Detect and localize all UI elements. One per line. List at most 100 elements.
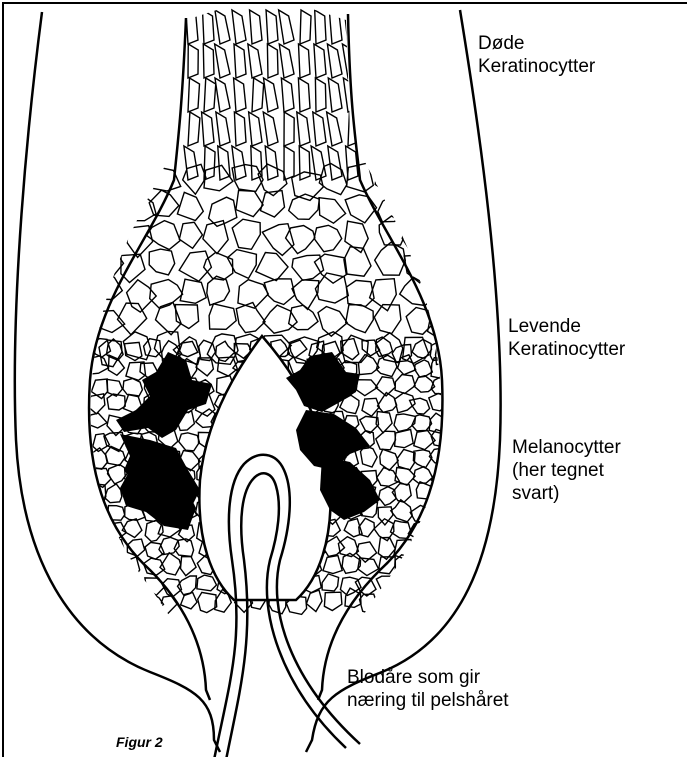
keratinocyte-cell (203, 44, 214, 78)
label-blood-vessel: Blodåre som gir næring til pelshåret (347, 666, 509, 712)
keratinocyte-cell (234, 44, 246, 78)
keratinocyte-cell (267, 44, 278, 78)
keratinocyte-cell (402, 168, 429, 192)
keratinocyte-cell (249, 112, 262, 146)
keratinocyte-cell (314, 225, 342, 251)
keratinocyte-cell (315, 254, 348, 283)
keratinocyte-cell (410, 577, 432, 594)
keratinocyte-cell (232, 219, 260, 249)
keratinocyte-cell (395, 468, 415, 486)
keratinocyte-cell (376, 355, 397, 376)
keratinocyte-cell (279, 44, 294, 78)
figure-caption: Figur 2 (116, 734, 163, 750)
keratinocyte-cell (356, 380, 377, 396)
keratinocyte-cell (188, 44, 198, 78)
keratinocyte-cell (395, 429, 414, 447)
keratinocyte-cell (207, 276, 230, 305)
keratinocyte-cell (394, 414, 416, 432)
keratinocyte-cell (429, 394, 448, 411)
label-living-line2: Keratinocytter (508, 338, 625, 361)
keratinocyte-cell (446, 574, 465, 590)
keratinocyte-cell (108, 595, 128, 613)
keratinocyte-cell (121, 162, 150, 194)
keratinocyte-cell (75, 502, 90, 522)
keratinocyte-cell (376, 576, 394, 594)
keratinocyte-cell (70, 594, 87, 614)
keratinocyte-cell (315, 273, 348, 303)
keratinocyte-cell (300, 10, 311, 44)
keratinocyte-cell (60, 163, 91, 190)
keratinocyte-cell (127, 192, 156, 221)
keratinocyte-cell (314, 44, 326, 78)
keratinocyte-cell (427, 219, 458, 250)
keratinocyte-cell (248, 44, 262, 78)
keratinocyte-cell (95, 244, 123, 275)
keratinocyte-cell (449, 356, 466, 375)
keratinocyte-cell (329, 10, 342, 44)
keratinocyte-cell (452, 376, 471, 398)
keratinocyte-cell (435, 192, 459, 215)
keratinocyte-cell (108, 355, 124, 375)
keratinocyte-cell (378, 196, 405, 222)
keratinocyte-cell (360, 594, 379, 613)
keratinocyte-cell (118, 303, 147, 335)
keratinocyte-cell (284, 112, 294, 146)
keratinocyte-cell (63, 277, 91, 308)
keratinocyte-cell (345, 588, 361, 607)
keratinocyte-cell (449, 341, 471, 360)
label-dead-line1: Døde (478, 32, 595, 55)
keratinocyte-cell (448, 393, 466, 415)
keratinocyte-cell (445, 484, 468, 502)
keratinocyte-cell (127, 597, 145, 611)
keratinocyte-cell (426, 166, 456, 194)
keratinocyte-cell (411, 591, 432, 610)
keratinocyte-cell (315, 78, 326, 112)
keratinocyte-cell (256, 253, 288, 281)
keratinocyte-cell (374, 305, 401, 334)
keratinocyte-cell (68, 358, 89, 375)
keratinocyte-cell (446, 535, 465, 555)
keratinocyte-cell (279, 10, 294, 44)
keratinocyte-cell (413, 537, 432, 554)
keratinocyte-cell (72, 522, 92, 540)
keratinocyte-cell (360, 416, 379, 433)
inner-sheath-left (89, 18, 210, 700)
keratinocyte-cell (71, 465, 90, 488)
keratinocyte-cell (215, 78, 230, 112)
keratinocyte-cell (380, 449, 398, 470)
keratinocyte-cell (188, 112, 200, 146)
keratinocyte-cell (72, 537, 92, 557)
keratinocyte-cell (91, 594, 109, 612)
keratinocyte-cell (123, 379, 142, 397)
keratinocyte-cell (395, 393, 415, 413)
keratinocyte-cell (448, 501, 464, 519)
keratinocyte-cell (234, 112, 246, 146)
keratinocyte-cell (452, 415, 470, 432)
keratinocyte-cell (451, 435, 467, 451)
label-melanocytes-line2: (her tegnet (512, 459, 621, 482)
keratinocyte-cell (298, 78, 310, 112)
keratinocyte-cell (432, 539, 451, 556)
keratinocyte-cell (232, 10, 246, 44)
keratinocyte-cell (327, 44, 342, 78)
label-living-line1: Levende (508, 315, 625, 338)
keratinocyte-cell (396, 590, 414, 609)
keratinocyte-cell (400, 193, 429, 219)
keratinocyte-cell (292, 172, 324, 201)
keratinocyte-cell (184, 146, 198, 180)
keratinocyte-cell (92, 538, 110, 557)
keratinocyte-cell (414, 556, 434, 576)
keratinocyte-cell (179, 251, 211, 281)
keratinocyte-cell (446, 452, 467, 468)
keratinocyte-cell (402, 219, 435, 249)
keratinocyte-cell (186, 10, 198, 44)
keratinocyte-cell (202, 10, 214, 44)
keratinocyte-cell (324, 592, 342, 610)
keratinocyte-cell (281, 78, 294, 112)
keratinocyte-cell (250, 10, 262, 44)
label-melanocytes-line1: Melanocytter (512, 436, 621, 459)
keratinocyte-cell (299, 146, 310, 180)
keratinocyte-cell (144, 339, 161, 357)
label-living-keratinocytes: Levende Keratinocytter (508, 315, 625, 361)
keratinocyte-cell (204, 78, 216, 112)
